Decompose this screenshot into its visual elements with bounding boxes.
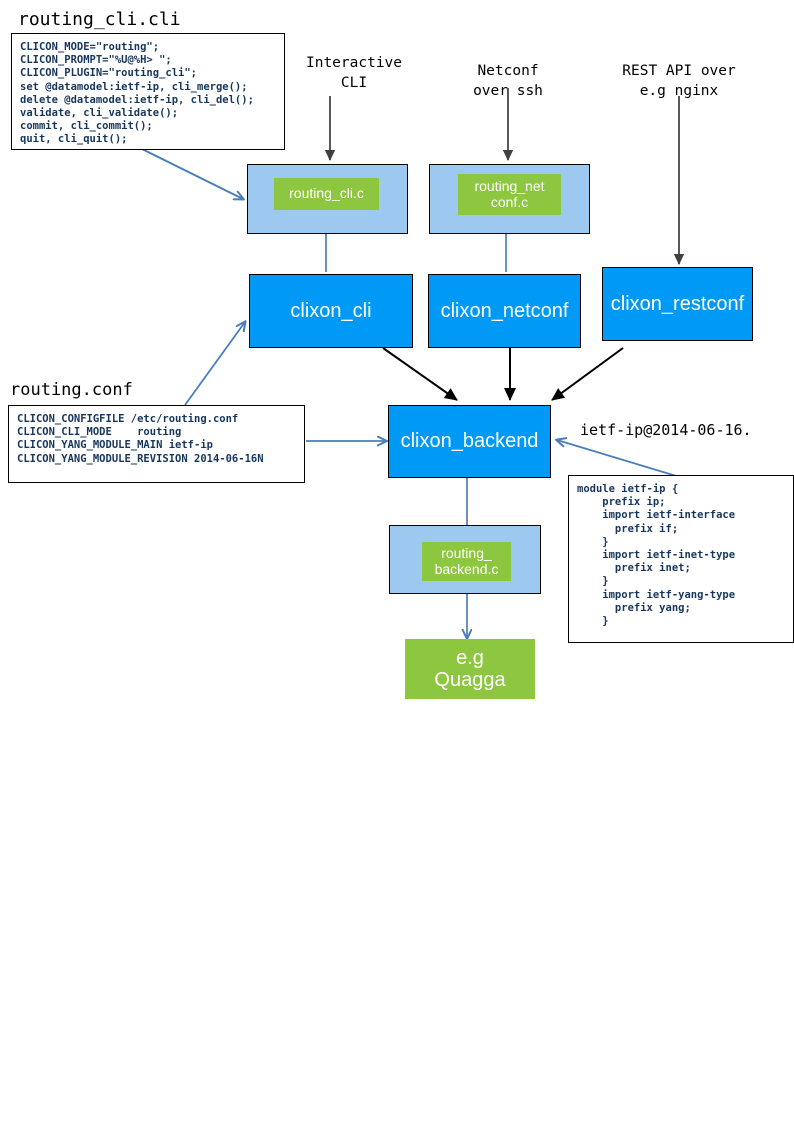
- arrow-yang-to-backend: [557, 440, 684, 479]
- node-plugin-backend[interactable]: routing_ backend.c: [422, 542, 511, 581]
- label-routing-conf: routing.conf: [10, 380, 133, 400]
- node-plugin-cli[interactable]: routing_cli.c: [274, 178, 379, 210]
- node-plugin-netconf[interactable]: routing_net conf.c: [458, 174, 561, 215]
- code-text-routing-cli-cli: CLICON_MODE="routing"; CLICON_PROMPT="%U…: [20, 41, 254, 146]
- node-clixon-backend[interactable]: clixon_backend: [388, 405, 551, 478]
- label-rest-api: REST API over e.g nginx: [622, 63, 736, 99]
- node-clixon-restconf[interactable]: clixon_restconf: [602, 267, 753, 341]
- node-plugin-netconf-label: routing_net conf.c: [474, 177, 545, 210]
- node-clixon-cli-label: clixon_cli: [290, 299, 372, 322]
- node-plugin-backend-label: routing_ backend.c: [434, 544, 499, 577]
- label-interactive-cli: Interactive CLI: [305, 55, 403, 91]
- node-quagga[interactable]: e.g Quagga: [405, 639, 535, 699]
- node-clixon-restconf-label: clixon_restconf: [610, 292, 745, 315]
- node-plugin-backend-container[interactable]: routing_ backend.c: [389, 525, 541, 594]
- label-routing-cli-cli: routing_cli.cli: [18, 9, 181, 30]
- arrow-restconf-to-backend: [551, 347, 624, 401]
- code-text-routing-conf: CLICON_CONFIGFILE /etc/routing.conf CLIC…: [17, 413, 264, 465]
- node-clixon-netconf[interactable]: clixon_netconf: [428, 274, 581, 348]
- node-plugin-netconf-container[interactable]: routing_net conf.c: [429, 164, 590, 234]
- node-clixon-netconf-label: clixon_netconf: [440, 299, 569, 322]
- node-clixon-backend-label: clixon_backend: [400, 430, 539, 453]
- code-text-ietf-ip-yang: module ietf-ip { prefix ip; import ietf-…: [577, 483, 736, 628]
- node-plugin-cli-label: routing_cli.c: [289, 185, 364, 202]
- code-box-routing-conf: CLICON_CONFIGFILE /etc/routing.conf CLIC…: [8, 405, 305, 483]
- arrow-conf-to-cli: [184, 322, 245, 406]
- label-ietf-ip-module: ietf-ip@2014-06-16.: [580, 421, 752, 439]
- arrow-routingcli-to-plugin: [139, 147, 243, 199]
- code-box-ietf-ip-yang: module ietf-ip { prefix ip; import ietf-…: [568, 475, 794, 643]
- code-box-routing-cli-cli: CLICON_MODE="routing"; CLICON_PROMPT="%U…: [11, 33, 285, 150]
- label-netconf-over-ssh: Netconf over ssh: [473, 63, 543, 99]
- node-clixon-cli[interactable]: clixon_cli: [249, 274, 413, 348]
- node-plugin-cli-container[interactable]: routing_cli.c: [247, 164, 408, 234]
- node-quagga-label: e.g Quagga: [434, 646, 506, 691]
- arrow-cli-to-backend: [382, 347, 458, 401]
